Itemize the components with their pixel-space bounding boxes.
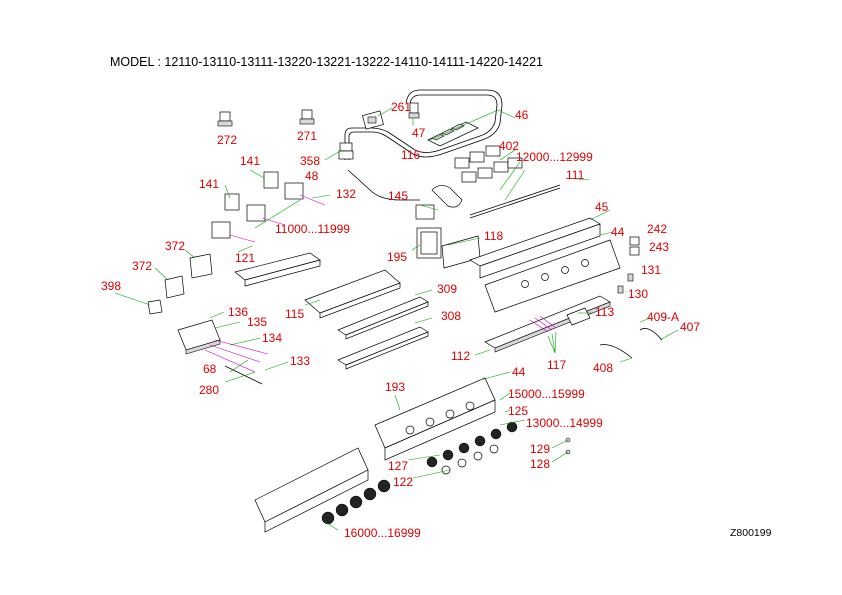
model-title: MODEL : 12110-13110-13111-13220-13221-13…	[110, 55, 543, 69]
label-407: 407	[680, 320, 700, 334]
label-131: 131	[641, 263, 661, 277]
label-134: 134	[262, 331, 282, 345]
label-408: 408	[593, 361, 613, 375]
gas-valves	[431, 145, 523, 208]
control-panel-44-upper	[484, 239, 621, 313]
label-116: 116	[401, 148, 420, 162]
label-118: 118	[484, 229, 503, 243]
label-409a: 409-A	[647, 310, 679, 324]
gas-pipe	[344, 89, 503, 201]
label-195: 195	[387, 250, 407, 264]
drawing-code: Z800199	[730, 527, 772, 539]
label-261: 261	[391, 100, 411, 114]
label-47: 47	[412, 126, 426, 140]
label-193: 193	[385, 380, 405, 394]
label-45: 45	[595, 200, 609, 214]
label-125: 125	[508, 404, 528, 418]
label-11000: 11000...11999	[275, 222, 350, 236]
label-16000: 16000...16999	[344, 526, 421, 540]
box-145	[415, 204, 435, 220]
feet-272-271	[217, 109, 315, 127]
label-135: 135	[247, 315, 267, 329]
label-44a: 44	[611, 225, 625, 239]
label-129: 129	[530, 442, 550, 456]
pipe-ends-358	[338, 142, 354, 160]
label-111: 111	[566, 168, 585, 182]
leader-lines	[114, 107, 679, 531]
switches-141	[211, 171, 326, 243]
label-112: 112	[451, 349, 470, 363]
label-121: 121	[235, 251, 255, 265]
knobs-13000	[426, 421, 518, 475]
label-122: 122	[393, 475, 413, 489]
knob-parts-242-243	[629, 236, 640, 256]
label-308: 308	[441, 309, 461, 323]
label-113: 113	[595, 305, 614, 319]
label-46: 46	[515, 108, 529, 122]
label-15000: 15000...15999	[508, 387, 585, 401]
trim-121	[234, 252, 321, 287]
label-132: 132	[336, 187, 356, 201]
label-115: 115	[285, 307, 304, 321]
module-118	[441, 235, 481, 269]
label-68: 68	[203, 362, 217, 376]
label-12000: 12000...12999	[516, 150, 593, 164]
label-402: 402	[499, 139, 519, 153]
label-309: 309	[437, 282, 457, 296]
plate-113	[566, 307, 591, 326]
knobs-16000	[321, 479, 391, 525]
brackets-372	[147, 253, 213, 315]
label-136: 136	[228, 305, 248, 319]
label-358: 358	[300, 154, 320, 168]
label-372b: 372	[132, 259, 152, 273]
control-panel-bottom	[254, 447, 369, 533]
label-130: 130	[628, 287, 648, 301]
label-141b: 141	[199, 177, 219, 191]
label-128: 128	[530, 457, 550, 471]
ignition-box-136	[177, 319, 269, 385]
label-242: 242	[647, 222, 667, 236]
profile-309	[337, 296, 429, 340]
label-372a: 372	[165, 239, 185, 253]
label-280: 280	[199, 383, 219, 397]
label-127: 127	[388, 459, 408, 473]
label-44b: 44	[512, 365, 526, 379]
label-133: 133	[290, 354, 310, 368]
thermo-407-408	[599, 327, 663, 359]
cover-195	[416, 227, 442, 259]
label-48: 48	[305, 169, 319, 183]
injector-block-116	[427, 121, 479, 147]
profile-308	[337, 326, 429, 370]
lamps-117	[529, 315, 557, 354]
label-398: 398	[101, 279, 121, 293]
label-117: 117	[547, 358, 566, 372]
panel-frame-45	[469, 217, 601, 279]
thermocouple-111	[469, 184, 561, 219]
label-271: 271	[297, 129, 317, 143]
pipe-fitting-261	[362, 110, 384, 130]
label-145: 145	[388, 189, 408, 203]
parts-131-130	[617, 273, 634, 294]
control-panel-44-middle	[374, 377, 496, 461]
label-13000: 13000...14999	[526, 416, 603, 430]
trim-115	[304, 269, 401, 319]
part-labels: 261 47 46 272 271 358 116 402 12000...12…	[101, 100, 700, 540]
label-141a: 141	[240, 154, 260, 168]
pipe-fitting-47	[408, 102, 420, 119]
label-272: 272	[217, 133, 237, 147]
label-243: 243	[649, 240, 669, 254]
